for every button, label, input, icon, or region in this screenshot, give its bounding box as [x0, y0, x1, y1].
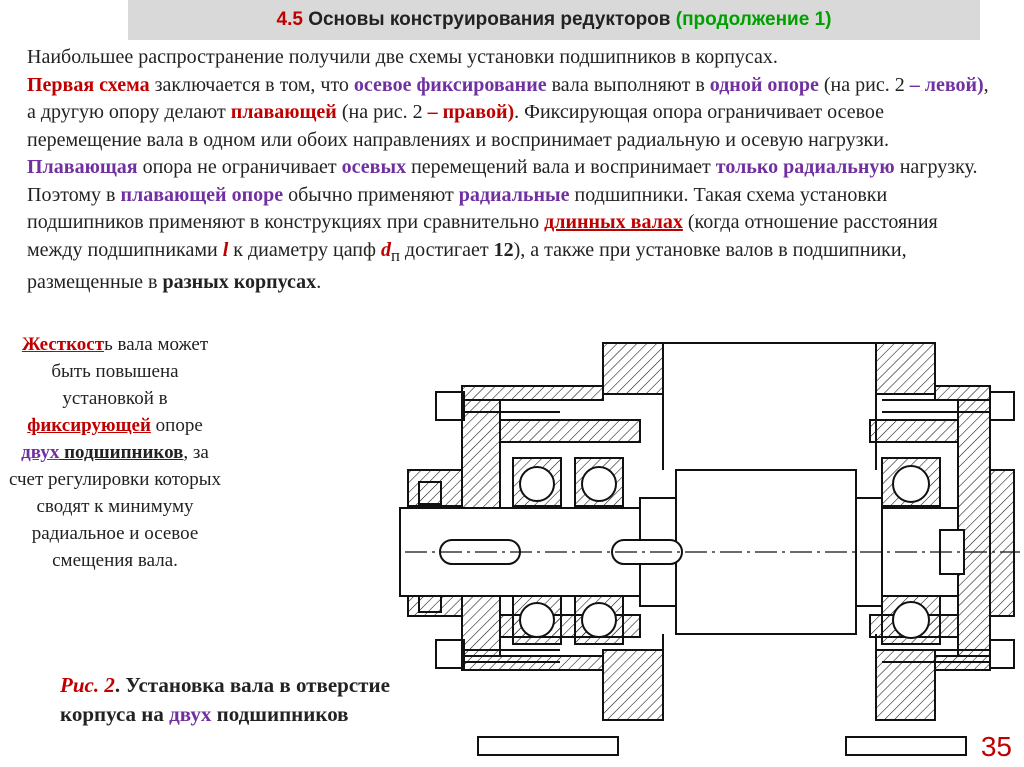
side-term: двух — [21, 442, 60, 463]
page-number: 35 — [980, 731, 1012, 762]
number-12: 12 — [493, 238, 514, 261]
side-text-run: ь вала может быть повышена установкой в — [51, 334, 209, 409]
text-run: (на рис. 2 — [818, 73, 910, 96]
text-run: (на рис. 2 — [336, 101, 428, 123]
text-run: опора не ограничивает — [137, 156, 342, 178]
side-term: фиксирующей — [27, 415, 151, 436]
symbol-d: d — [380, 238, 391, 261]
text-run: достигает — [399, 238, 494, 261]
text-run: нагрузку. Поэтому в — [27, 156, 978, 206]
text-run: к диаметру цапф — [228, 238, 381, 261]
text-run: вала выполняют в — [546, 73, 710, 96]
text-run: , а другую опору делают — [27, 73, 989, 124]
highlight-term: только радиальную — [715, 156, 895, 178]
section-number: 4.5 — [276, 9, 303, 30]
highlight-term: одной опоре — [709, 73, 819, 96]
highlight-term: плавающей опоре — [120, 183, 284, 206]
side-text-run: опоре — [150, 415, 203, 436]
figure-caption: Рис. 2. Установка вала в отверстие корпу… — [60, 671, 390, 729]
text-run: перемещений вала и воспринимает — [406, 156, 716, 178]
symbol-subscript: п — [390, 245, 400, 265]
highlight-term: осевое фиксирование — [353, 73, 547, 96]
caption-text: . Установка вала в отверстие корпуса на — [60, 673, 390, 726]
highlight-term: – левой) — [909, 73, 984, 96]
text-run: Наибольшее распространение получили две … — [27, 46, 778, 68]
symbol-l: l — [222, 238, 229, 261]
highlight-term: длинных валах — [544, 211, 683, 233]
highlight-term: плавающей — [230, 101, 337, 123]
side-note: Жесткость вала может быть повышена устан… — [6, 331, 224, 574]
highlight-term: разных корпусах — [162, 271, 317, 293]
title-text: Основы конструирования редукторов — [302, 9, 676, 30]
figure-label: Рис. 2 — [60, 673, 115, 697]
text-run: подшипники. Такая схема установки подшип… — [27, 183, 888, 234]
text-run: заключается в том, что — [149, 73, 354, 96]
highlight-term: осевых — [341, 156, 407, 178]
text-run: обычно применяют — [283, 183, 459, 206]
side-text-run: , за счет регулировки которых сводят к м… — [8, 442, 222, 571]
title-suffix: (продолжение 1) — [675, 9, 832, 30]
caption-term: двух — [169, 702, 212, 726]
highlight-term: Первая схема — [27, 73, 150, 96]
text-run: (когда отношение расстояния между подшип… — [27, 211, 938, 261]
body-paragraph: Наибольшее распространение получили две … — [27, 44, 997, 297]
text-run: . Фиксирующая опора ограничивает осевое … — [27, 101, 889, 151]
text-run: ), а также при установке валов в подшипн… — [27, 238, 907, 294]
highlight-term: Плавающая — [27, 156, 138, 178]
shaft-assembly-drawing — [399, 342, 1020, 756]
side-term: Жесткост — [21, 334, 105, 355]
caption-text: подшипников — [211, 702, 349, 726]
highlight-term: – правой) — [427, 101, 515, 123]
side-term: подшипников — [59, 442, 184, 463]
highlight-term: радиальные — [458, 183, 570, 206]
text-run: . — [316, 271, 322, 293]
slide-title: 4.5 Основы конструирования редукторов (п… — [128, 0, 980, 40]
